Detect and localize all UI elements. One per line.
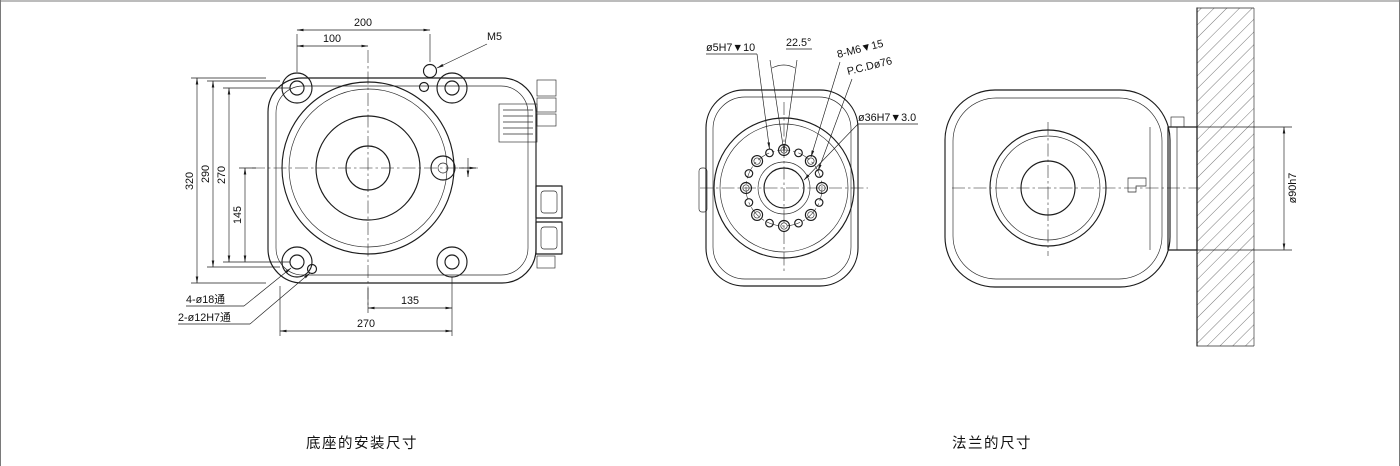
m6-tapped-holes [739,143,829,233]
flange-face-view: 22.5° ø5H7▼10 8-M6▼15 P.C.Dø76 ø36H7▼3.0 [698,37,918,287]
center-bore-label: ø36H7▼3.0 [858,112,916,124]
flange-side-boss [698,167,708,213]
wall-hatch [1197,8,1254,346]
base-body-outline [267,77,537,284]
caption-flange-view: 法兰的尺寸 [952,435,1032,452]
base-dimension-320: 320 [184,77,266,284]
base-top-view: 200 100 M5 320 290 270 [178,17,563,336]
flange-dia-label: ø90h7 [1287,173,1299,204]
base-label-m5: M5 [436,31,502,69]
dim-270h-label: 270 [357,318,375,330]
dowel-holes [306,81,430,275]
name-plate [498,103,538,143]
flange-plate [1167,116,1198,251]
side-body-inner-contour [952,97,1163,280]
holes-18-label: 4-ø18通 [186,293,225,306]
caption-base-view: 底座的安装尺寸 [306,435,418,452]
axis-symbol [459,158,477,178]
base-dimension-145: 145 [232,167,256,263]
holes-12-label: 2-ø12H7通 [178,311,231,324]
flange-callout-bore: ø36H7▼3.0 [803,112,918,181]
keyway-notch [1127,177,1147,193]
base-dimension-135: 135 [367,277,453,336]
pcd-label: P.C.Dø76 [846,55,894,78]
m5-hole [422,63,438,79]
dim-200-label: 200 [354,17,372,29]
base-body-inner-contour [275,85,529,276]
dim-135-label: 135 [401,295,419,307]
flange-side-view: ø90h7 [944,7,1299,347]
base-dimension-200: 200 [296,17,431,72]
dim-145-label: 145 [232,206,244,224]
base-dimension-290: 290 [200,80,280,268]
dim-270v-label: 270 [216,166,228,184]
dim-290-label: 290 [200,165,212,183]
dim-320-label: 320 [184,172,196,190]
angle-label: 22.5° [786,37,811,49]
angle-construction: 22.5° [769,37,812,153]
base-callout-holes-12: 2-ø12H7通 [178,272,311,325]
mounting-lugs [281,72,468,278]
base-dimension-270-horizontal: 270 [279,286,453,336]
pin-hole-label: ø5H7▼10 [706,42,755,54]
dim-100-label: 100 [323,33,341,45]
connector-panel [535,79,563,269]
side-body-outline [944,89,1171,288]
m5-label: M5 [487,31,502,43]
pin-holes [744,148,824,228]
wall-section [1196,7,1255,347]
flange-callout-pin: ø5H7▼10 [706,42,770,150]
base-callout-holes-18: 4-ø18通 [186,267,292,307]
base-dimension-100: 100 [296,33,369,48]
base-dimension-270-vertical: 270 [216,87,290,263]
side-dimension-90h7: ø90h7 [1197,126,1299,251]
